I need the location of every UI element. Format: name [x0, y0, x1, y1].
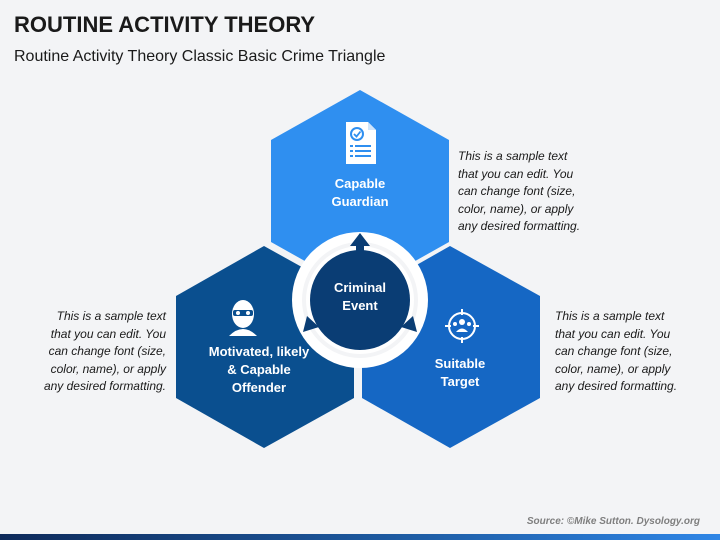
arrow-up-stem [356, 245, 364, 251]
masked-person-icon [229, 300, 257, 336]
page-title: ROUTINE ACTIVITY THEORY [14, 12, 316, 37]
target-group-icon [445, 309, 479, 343]
bottom-accent-bar [0, 534, 720, 540]
arrow-up-icon [350, 233, 370, 246]
arrow-left-icon [303, 316, 319, 332]
hexagon-guardian[interactable] [271, 90, 449, 292]
center-circle[interactable] [310, 250, 410, 350]
text-block-offender: This is a sample text that you can edit.… [43, 309, 166, 393]
page-subtitle: Routine Activity Theory Classic Basic Cr… [14, 48, 386, 65]
arrow-right-icon [401, 316, 417, 332]
text-block-target: This is a sample text that you can edit.… [555, 309, 678, 393]
source-credit: Source: ©Mike Sutton. Dysology.org [526, 516, 700, 527]
document-check-icon [346, 122, 376, 164]
text-block-guardian: This is a sample text that you can edit.… [458, 149, 581, 233]
